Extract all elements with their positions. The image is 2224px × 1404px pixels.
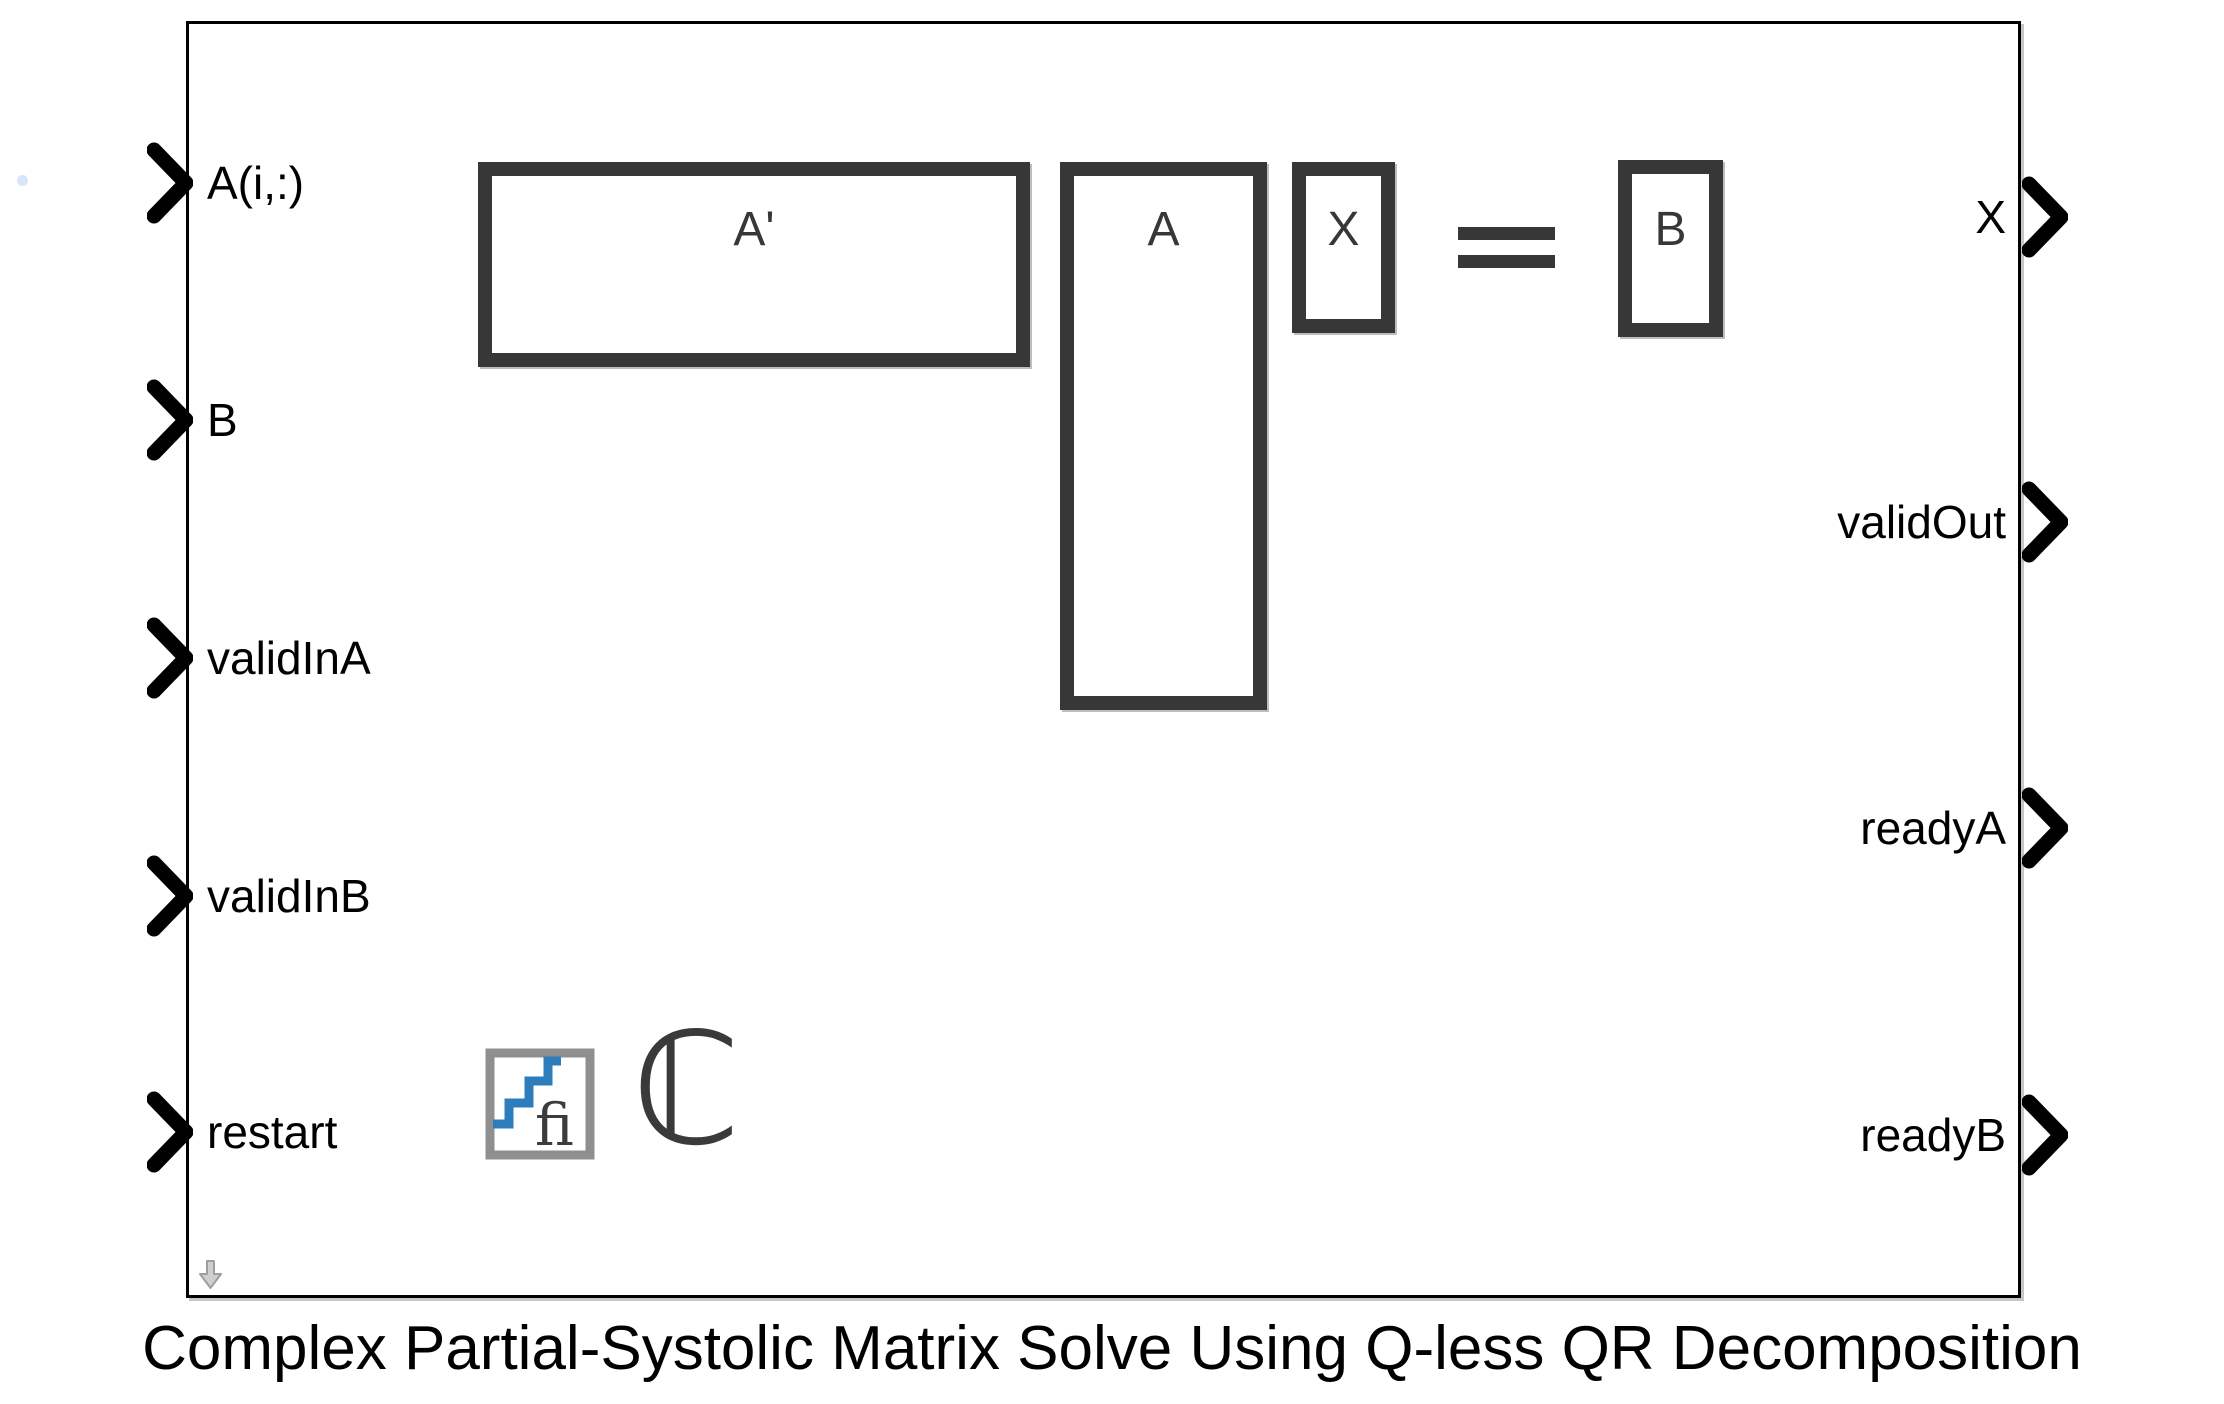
output-port-icon: [2022, 176, 2068, 258]
canvas-artifact-dot: [17, 175, 28, 186]
equals-icon: [1458, 255, 1555, 268]
matrix-b-rect: B: [1618, 160, 1723, 337]
input-port-icon: [147, 617, 193, 699]
output-port-label: readyB: [1860, 1109, 2006, 1161]
input-port-icon: [147, 855, 193, 937]
input-port-label: B: [207, 394, 238, 446]
complex-numbers-icon: ℂ: [632, 999, 741, 1180]
matrix-a-label: A: [1147, 203, 1180, 256]
input-port-b[interactable]: B: [147, 378, 238, 462]
input-port-icon: [147, 142, 193, 224]
output-port-icon: [2022, 787, 2068, 869]
input-port-icon: [147, 379, 193, 461]
matrix-a-rect: A: [1060, 162, 1267, 710]
block-preview-arrow-icon: [199, 1260, 222, 1289]
matrix-b-label: B: [1654, 203, 1687, 256]
fixed-point-fi-icon: fi: [485, 1048, 595, 1160]
input-port-restart[interactable]: restart: [147, 1090, 337, 1174]
output-port-readya[interactable]: readyA: [1420, 786, 2068, 870]
input-port-validina[interactable]: validInA: [147, 616, 371, 700]
output-port-readyb[interactable]: readyB: [1420, 1093, 2068, 1177]
output-port-label: validOut: [1837, 496, 2006, 548]
output-port-label: readyA: [1860, 802, 2006, 854]
output-port-validout[interactable]: validOut: [1420, 480, 2068, 564]
input-port-a-row[interactable]: A(i,:): [147, 141, 304, 225]
input-port-label: validInA: [207, 632, 371, 684]
output-port-icon: [2022, 481, 2068, 563]
input-port-label: restart: [207, 1106, 338, 1158]
matrix-x-rect: X: [1292, 162, 1395, 333]
input-port-validinb[interactable]: validInB: [147, 854, 371, 938]
matrix-x-label: X: [1327, 203, 1360, 256]
output-port-icon: [2022, 1094, 2068, 1176]
fi-text: fi: [535, 1091, 574, 1159]
output-port-x[interactable]: X: [1420, 175, 2068, 259]
matrix-a-transpose-label: A': [733, 203, 775, 256]
input-port-icon: [147, 1091, 193, 1173]
block-name-caption[interactable]: Complex Partial-Systolic Matrix Solve Us…: [142, 1314, 2082, 1383]
input-port-label: A(i,:): [207, 157, 305, 209]
input-port-label: validInB: [207, 870, 371, 922]
matrix-a-transpose-rect: A': [478, 162, 1030, 367]
equals-icon: [1458, 227, 1555, 240]
output-port-label: X: [1975, 191, 2006, 243]
